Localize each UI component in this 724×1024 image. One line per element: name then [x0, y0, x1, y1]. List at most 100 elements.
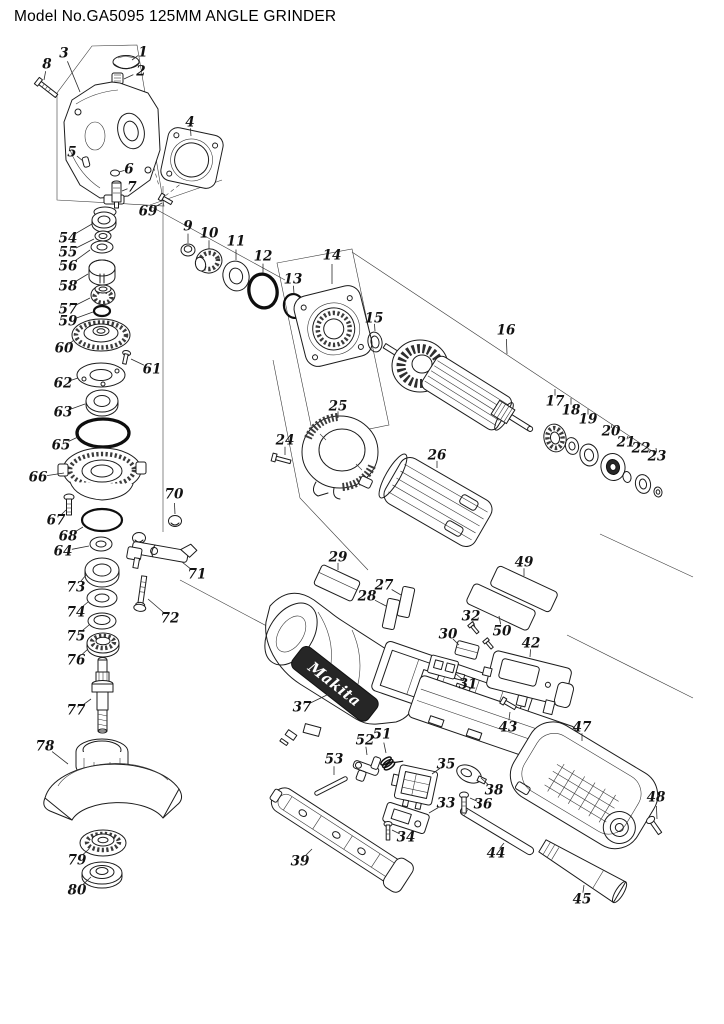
leader-line-48: [656, 805, 658, 820]
part-16-armature: [382, 339, 534, 432]
part-label-12: 12: [254, 249, 273, 265]
part-label-26: 26: [427, 448, 447, 464]
part-51-spring: [380, 756, 404, 771]
spindle-column-parts: [57, 211, 147, 734]
part-label-13: 13: [284, 272, 303, 288]
part-34-screw: [383, 821, 393, 841]
part-label-51: 51: [373, 727, 392, 743]
leader-line-23: [655, 447, 657, 453]
part-label-57: 57: [59, 302, 78, 318]
leader-line-44: [499, 842, 505, 849]
part-label-72: 72: [161, 611, 180, 627]
part-52-lever: [352, 756, 382, 782]
part-24-screw: [270, 452, 292, 465]
part-label-76: 76: [67, 653, 86, 669]
armature-core: [421, 355, 514, 431]
leader-line-3: [67, 61, 81, 93]
part-label-43: 43: [499, 720, 518, 736]
part-5-pin: [81, 156, 91, 168]
part-label-60: 60: [55, 341, 74, 357]
part-label-39: 39: [291, 854, 310, 870]
part-label-21: 21: [616, 435, 636, 451]
leader-line-54: [75, 223, 93, 234]
leader-line-7: [121, 188, 128, 192]
part-29-label: [313, 564, 361, 602]
leader-line-28: [374, 599, 387, 607]
leader-line-75: [81, 624, 90, 632]
leader-line-62: [69, 377, 79, 382]
leader-line-68: [74, 526, 84, 533]
part-28-label: [381, 597, 401, 631]
leader-line-15: [374, 323, 376, 332]
part-label-4: 4: [185, 115, 194, 131]
part-label-78: 78: [36, 739, 55, 755]
part-10-pinion-gear: [194, 248, 223, 274]
part-47-rear-cover: [509, 721, 659, 850]
part-label-16: 16: [497, 323, 516, 339]
part-60-bevel-gear: [71, 318, 131, 352]
part-53-rod: [314, 776, 348, 796]
part-43-screw: [499, 696, 517, 711]
part-label-69: 69: [139, 204, 158, 220]
leader-line-21: [626, 435, 629, 440]
gear-housing-assembly: [33, 55, 224, 218]
part-label-31: 31: [459, 677, 478, 693]
leader-line-34: [391, 829, 400, 835]
part-label-22: 22: [631, 441, 651, 457]
part-label-24: 24: [275, 433, 295, 449]
part-label-44: 44: [487, 846, 506, 862]
part-label-63: 63: [54, 405, 73, 421]
guard-assembly: [43, 738, 183, 889]
part-19-rubber-ring: [579, 443, 599, 467]
part-12-o-ring: [247, 272, 279, 310]
leader-line-6: [118, 169, 125, 173]
part-label-79: 79: [68, 853, 87, 869]
part-label-49: 49: [515, 555, 534, 571]
part-79-inner-flange: [79, 829, 127, 857]
leader-line-66: [46, 472, 65, 477]
leader-line-52: [365, 746, 368, 756]
part-label-3: 3: [59, 46, 68, 62]
part-56-washer: [90, 240, 114, 254]
part-label-80: 80: [68, 883, 87, 899]
armature-assembly: [382, 339, 663, 498]
leader-line-30: [452, 638, 460, 646]
part-9-nut: [180, 243, 196, 257]
part-11-bearing: [222, 260, 250, 292]
leader-line-51: [383, 742, 387, 754]
small-fittings: [279, 723, 322, 747]
part-label-7: 7: [127, 180, 137, 196]
part-18-washer: [564, 437, 580, 455]
part-label-66: 66: [29, 470, 48, 486]
leader-line-2: [123, 74, 134, 80]
leader-line-67: [60, 509, 67, 516]
part-label-45: 45: [573, 892, 592, 908]
part-label-56: 56: [59, 259, 78, 275]
part-label-1: 1: [138, 45, 147, 61]
part-label-61: 61: [143, 362, 162, 378]
leader-line-76: [81, 648, 89, 656]
leader-line-33: [428, 807, 439, 814]
rear-cover-assembly: [459, 721, 663, 904]
leader-line-4: [190, 128, 192, 137]
leader-line-79: [82, 848, 90, 856]
part-66-bearing-box: [57, 447, 147, 501]
part-label-6: 6: [124, 162, 134, 178]
leader-line-16: [505, 338, 508, 355]
part-74-washer: [86, 588, 118, 608]
part-label-48: 48: [647, 790, 666, 806]
leader-line-64: [71, 545, 90, 550]
part-label-62: 62: [54, 376, 73, 392]
part-38-cord-clamp: [456, 764, 487, 785]
part-label-70: 70: [165, 487, 184, 503]
part-label-29: 29: [328, 550, 348, 566]
part-30-capacitor: [454, 640, 480, 660]
leader-line-80: [83, 876, 92, 885]
part-label-58: 58: [59, 279, 78, 295]
screw-small: [482, 637, 494, 650]
part-label-37: 37: [293, 700, 312, 716]
leader-line-69: [154, 202, 163, 208]
part-label-10: 10: [200, 226, 219, 242]
part-label-14: 14: [323, 248, 342, 264]
leader-line-56: [75, 249, 91, 262]
